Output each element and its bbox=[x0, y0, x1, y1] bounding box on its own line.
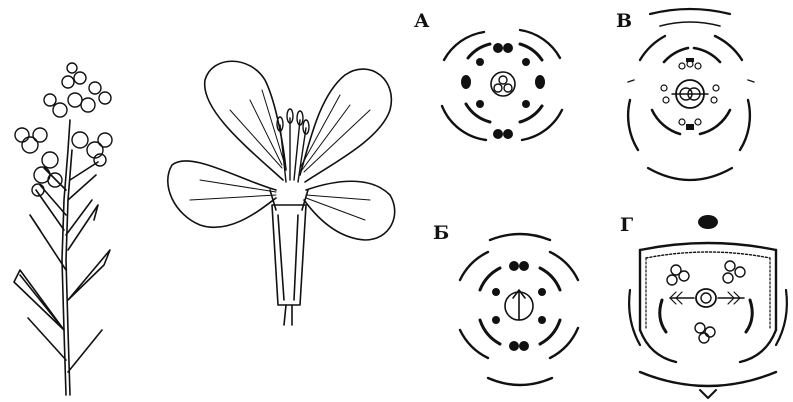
flower-sketch bbox=[168, 61, 395, 325]
floral-diagram-a bbox=[442, 30, 562, 140]
diagram-label-v: В bbox=[616, 12, 632, 31]
floral-diagram-v bbox=[628, 9, 754, 180]
diagram-label-a: А bbox=[414, 12, 429, 31]
floral-diagram-b bbox=[460, 234, 578, 385]
plant-sketch bbox=[14, 63, 112, 395]
floral-diagram-g bbox=[629, 215, 787, 398]
diagram-label-g: Г bbox=[620, 216, 633, 235]
diagram-label-b: Б bbox=[433, 224, 449, 243]
